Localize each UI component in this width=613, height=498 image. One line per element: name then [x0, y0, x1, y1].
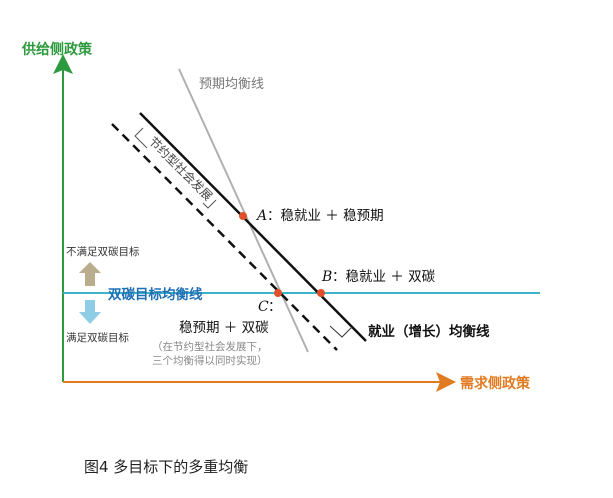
point-b [317, 289, 325, 297]
point-c-note-2: 三个均衡得以同时实现） [152, 354, 268, 367]
point-a [239, 212, 247, 220]
point-a-letter: A [255, 208, 267, 224]
point-c-letter: C [258, 299, 269, 315]
point-b-letter: B [321, 269, 332, 285]
shift-bracket-bottom [202, 199, 217, 209]
point-c [274, 289, 282, 297]
shift-bracket-top [134, 127, 148, 149]
not-meet-carbon-label: 不满足双碳目标 [66, 245, 140, 258]
employment-shifted-line [111, 123, 338, 351]
point-b-text: ：稳就业 ＋ 双碳 [332, 269, 436, 285]
meet-carbon-label: 满足双碳目标 [66, 331, 129, 344]
x-axis-label: 需求侧政策 [460, 375, 531, 392]
dual-carbon-label: 双碳目标均衡线 [108, 286, 203, 303]
employment-line-label: 就业（增长）均衡线 [368, 323, 490, 340]
point-c-subtitle: 稳预期 ＋ 双碳 [179, 320, 269, 336]
expected-line-label: 预期均衡线 [199, 77, 264, 92]
employment-line [139, 112, 367, 342]
expected-line [178, 68, 309, 353]
figure-caption: 图4 多目标下的多重均衡 [84, 458, 248, 476]
shift-bracket-lower [329, 325, 353, 338]
y-axis-label: 供给侧政策 [21, 41, 93, 58]
point-c-note-1: （在节约型社会发展下， [152, 340, 268, 353]
point-a-text: ：稳就业 ＋ 稳预期 [267, 208, 384, 224]
point-c-text: ： [268, 299, 282, 315]
up-arrow-icon [79, 262, 101, 286]
down-arrow-icon [79, 300, 101, 324]
